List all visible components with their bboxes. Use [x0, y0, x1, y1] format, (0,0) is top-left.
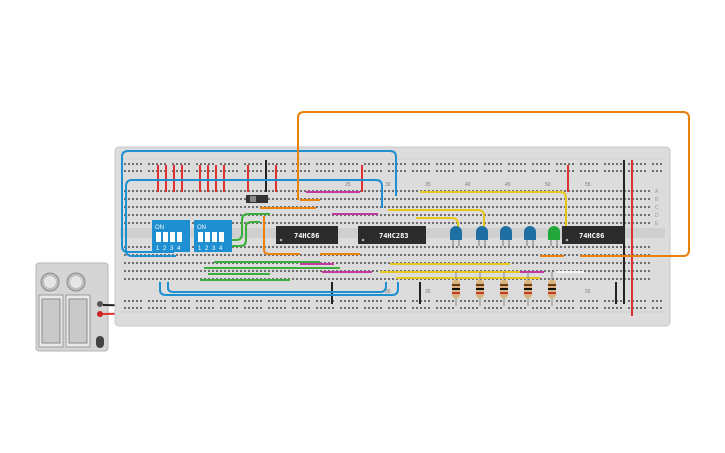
- svg-text:4: 4: [177, 246, 181, 252]
- svg-text:A: A: [655, 189, 659, 195]
- yellow-wires[interactable]: [380, 191, 567, 279]
- power-toggle[interactable]: [96, 336, 104, 348]
- svg-text:40: 40: [465, 182, 471, 188]
- svg-text:D: D: [655, 213, 659, 219]
- svg-text:C: C: [655, 205, 659, 211]
- svg-text:30: 30: [385, 289, 391, 295]
- led-5: [548, 226, 560, 246]
- svg-text:35: 35: [425, 289, 431, 295]
- chip-74hc86-left[interactable]: 74HC86: [276, 226, 338, 244]
- svg-text:1: 1: [156, 246, 160, 252]
- svg-text:4: 4: [219, 246, 223, 252]
- resistor-4: [524, 272, 532, 306]
- svg-text:74HC86: 74HC86: [294, 232, 319, 240]
- row-letters: A B C D E: [655, 189, 659, 227]
- svg-text:30: 30: [385, 182, 391, 188]
- svg-text:55: 55: [585, 289, 591, 295]
- svg-text:3: 3: [170, 246, 174, 252]
- svg-text:1: 1: [198, 246, 202, 252]
- svg-text:ON: ON: [197, 225, 206, 231]
- svg-text:2: 2: [205, 246, 209, 252]
- resistors[interactable]: [452, 272, 556, 306]
- svg-text:50: 50: [545, 182, 551, 188]
- dip-switch-2[interactable]: ON 1 2 3 4: [194, 220, 232, 252]
- svg-text:74HC86: 74HC86: [579, 232, 604, 240]
- svg-text:E: E: [655, 221, 659, 227]
- svg-text:35: 35: [425, 182, 431, 188]
- chip-74hc283[interactable]: 74HC283: [358, 226, 426, 244]
- led-3: [500, 226, 512, 246]
- resistor-2: [476, 272, 484, 306]
- slide-switch[interactable]: [246, 195, 268, 203]
- leds[interactable]: [450, 226, 560, 246]
- orange-wires[interactable]: [260, 111, 690, 257]
- green-wires[interactable]: [200, 213, 340, 281]
- column-numbers: 25 30 35 40 45 50 55 30 35 55: [345, 182, 591, 295]
- power-supply[interactable]: [35, 262, 109, 352]
- svg-text:2: 2: [163, 246, 167, 252]
- chip-74hc86-right[interactable]: 74HC86: [562, 226, 624, 244]
- led-1: [450, 226, 462, 246]
- led-4: [524, 226, 536, 246]
- resistor-5: [548, 272, 556, 306]
- led-2: [476, 226, 488, 246]
- resistor-1: [452, 272, 460, 306]
- svg-text:55: 55: [585, 182, 591, 188]
- svg-text:45: 45: [505, 182, 511, 188]
- magenta-wires[interactable]: [300, 191, 544, 273]
- svg-text:25: 25: [345, 182, 351, 188]
- svg-text:3: 3: [212, 246, 216, 252]
- dip-switch-1[interactable]: ON 1 2 3 4: [152, 220, 190, 252]
- resistor-3: [500, 272, 508, 306]
- red-jumpers[interactable]: [157, 160, 633, 316]
- blue-wires[interactable]: [121, 150, 399, 296]
- svg-text:ON: ON: [155, 225, 164, 231]
- svg-text:B: B: [655, 197, 659, 203]
- svg-text:74HC283: 74HC283: [379, 232, 409, 240]
